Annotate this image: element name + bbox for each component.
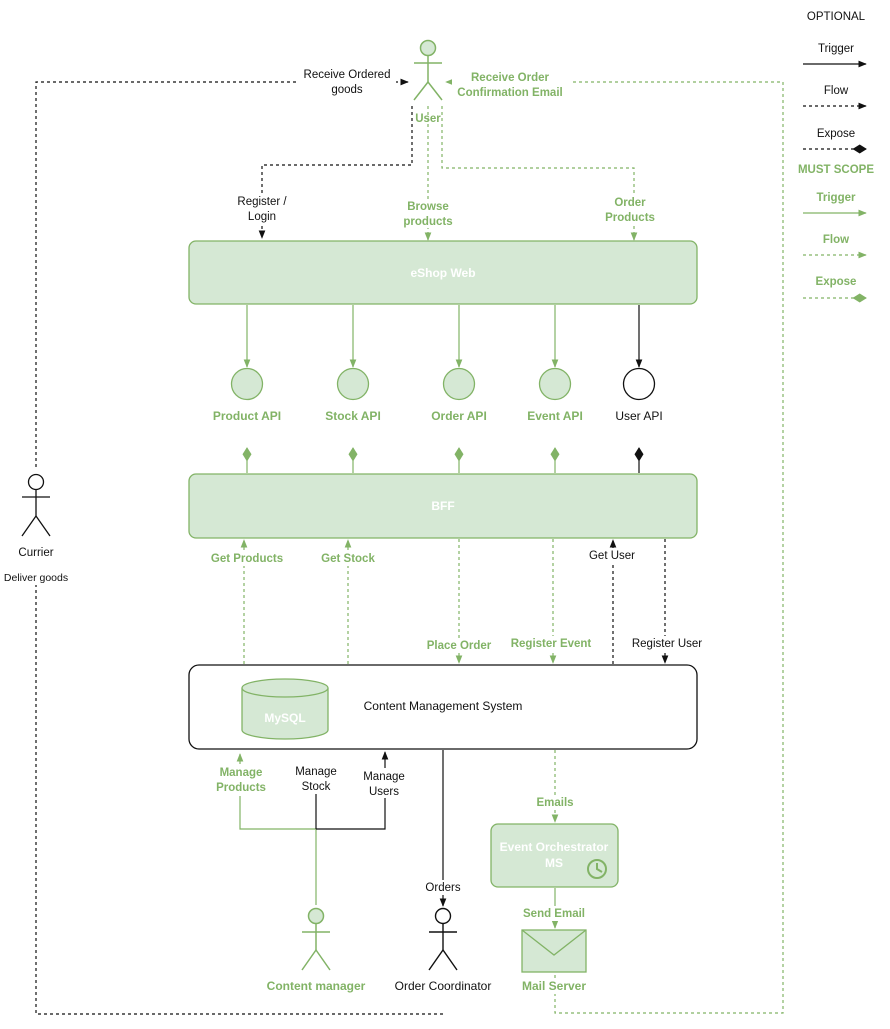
mail-server-label: Mail Server bbox=[522, 979, 586, 993]
order-coordinator-label: Order Coordinator bbox=[395, 979, 492, 993]
edge-orders-label: Orders bbox=[425, 882, 460, 894]
edge-receive-confirmation-label-2: Confirmation Email bbox=[457, 87, 562, 99]
edge-send-email-label: Send Email bbox=[523, 908, 585, 920]
event-orchestrator-block bbox=[490, 823, 619, 888]
order-coordinator-actor: Order Coordinator bbox=[395, 907, 492, 993]
label-bg-register-user bbox=[627, 636, 707, 651]
edge-register-event-label: Register Event bbox=[511, 638, 592, 650]
edge-receive-confirmation-label-1: Receive Order bbox=[471, 72, 550, 84]
edge-register-login-label-2: Login bbox=[248, 211, 276, 223]
legend-optional-expose-label: Expose bbox=[817, 128, 855, 140]
content-manager-head bbox=[307, 907, 325, 925]
content-manager-label: Content manager bbox=[267, 979, 366, 993]
clock-icon bbox=[587, 859, 607, 879]
edge-manage-users-label-2: Users bbox=[369, 786, 399, 798]
currier-actor: Currier bbox=[10, 470, 62, 572]
user-api-label: User API bbox=[615, 409, 662, 423]
eshop-web-block bbox=[188, 240, 698, 305]
user-actor: User bbox=[413, 39, 443, 125]
edge-emails-label: Emails bbox=[536, 797, 573, 809]
stock-api-node bbox=[336, 367, 370, 401]
eshop-web-label: eShop Web bbox=[410, 266, 475, 280]
edge-get-stock-label: Get Stock bbox=[321, 553, 375, 565]
legend: OPTIONAL Trigger Flow Expose MUST SCOPE … bbox=[798, 11, 874, 303]
legend-optional-title: OPTIONAL bbox=[807, 11, 866, 23]
label-bg-place-order bbox=[420, 638, 498, 653]
event-orchestrator-label-1: Event Orchestrator bbox=[500, 840, 609, 854]
edge-register-login bbox=[258, 106, 413, 239]
edge-receive-confirmation-email bbox=[445, 78, 784, 1014]
order-api-node bbox=[442, 367, 476, 401]
edge-receive-ordered-label-1: Receive Ordered bbox=[304, 69, 391, 81]
label-bg-get-stock bbox=[316, 551, 380, 566]
label-bg-order-products bbox=[600, 195, 668, 225]
legend-must-trigger-label: Trigger bbox=[817, 192, 857, 204]
user-api-node bbox=[622, 367, 656, 401]
legend-optional-flow-label: Flow bbox=[824, 85, 849, 97]
edge-order-products-label-1: Order bbox=[614, 197, 646, 209]
edge-deliver-goods-label: Deliver goods bbox=[4, 572, 68, 584]
label-bg-mail-server bbox=[518, 978, 592, 994]
legend-must-flow-label: Flow bbox=[823, 234, 849, 246]
edge-manage-products-label-2: Products bbox=[216, 782, 266, 794]
order-coordinator-head bbox=[434, 907, 452, 925]
edge-browse-label-1: Browse bbox=[407, 201, 449, 213]
bff-label: BFF bbox=[431, 499, 454, 513]
label-bg-emails bbox=[530, 795, 582, 810]
product-api-label: Product API bbox=[213, 409, 281, 423]
stock-api-label: Stock API bbox=[325, 409, 381, 423]
edge-register-user-label: Register User bbox=[632, 638, 702, 650]
legend-optional-trigger-label: Trigger bbox=[818, 43, 854, 55]
mysql-database: MySQL bbox=[241, 678, 329, 740]
event-orchestrator-label-2: MS bbox=[545, 856, 563, 870]
currier-label: Currier bbox=[18, 547, 53, 559]
edge-get-products-label: Get Products bbox=[211, 553, 283, 565]
label-bg-deliver-goods bbox=[0, 570, 74, 585]
label-bg-get-products bbox=[205, 551, 289, 566]
mail-server-envelope-icon bbox=[521, 929, 587, 973]
user-legs bbox=[413, 80, 443, 101]
edge-register-login-label-1: Register / bbox=[237, 196, 287, 208]
edge-receive-ordered-label-2: goods bbox=[331, 84, 363, 96]
label-bg-register-event bbox=[505, 636, 601, 651]
label-bg-browse bbox=[396, 200, 460, 228]
label-bg-receive-confirmation bbox=[452, 68, 570, 100]
label-bg-manage-stock bbox=[290, 764, 342, 794]
edge-get-user-label: Get User bbox=[589, 550, 635, 562]
legend-must-expose-label: Expose bbox=[816, 276, 857, 288]
bff-block bbox=[188, 473, 698, 539]
order-api-label: Order API bbox=[431, 409, 487, 423]
edge-place-order-label: Place Order bbox=[427, 640, 492, 652]
event-api-label: Event API bbox=[527, 409, 583, 423]
order-coordinator-legs bbox=[428, 948, 458, 971]
currier-head bbox=[27, 473, 45, 491]
edge-manage-products-label-1: Manage bbox=[220, 767, 263, 779]
event-api-node bbox=[538, 367, 572, 401]
legend-must-title: MUST SCOPE bbox=[798, 164, 874, 176]
label-bg-manage-users bbox=[358, 768, 412, 798]
edge-manage-users-label-1: Manage bbox=[363, 771, 405, 783]
user-head bbox=[419, 39, 437, 57]
label-bg-get-user bbox=[584, 548, 642, 563]
label-bg-register-login bbox=[232, 195, 292, 225]
currier-legs bbox=[21, 514, 51, 537]
content-manager-legs bbox=[301, 948, 331, 971]
content-manager-actor: Content manager bbox=[267, 907, 366, 993]
edge-manage-stock-label-1: Manage bbox=[295, 766, 337, 778]
edge-order-products-label-2: Products bbox=[605, 212, 655, 224]
edge-manage-stock-label-2: Stock bbox=[302, 781, 331, 793]
product-api-node bbox=[230, 367, 264, 401]
edge-browse-label-2: products bbox=[403, 216, 452, 228]
mysql-label: MySQL bbox=[264, 711, 305, 725]
mysql-top bbox=[241, 678, 329, 698]
label-bg-orders bbox=[420, 880, 466, 895]
label-bg-manage-products bbox=[210, 764, 272, 796]
label-bg-send-email bbox=[518, 906, 592, 921]
mysql-body bbox=[241, 688, 329, 740]
cms-label: Content Management System bbox=[364, 699, 523, 713]
label-bg-receive-ordered bbox=[296, 68, 396, 98]
